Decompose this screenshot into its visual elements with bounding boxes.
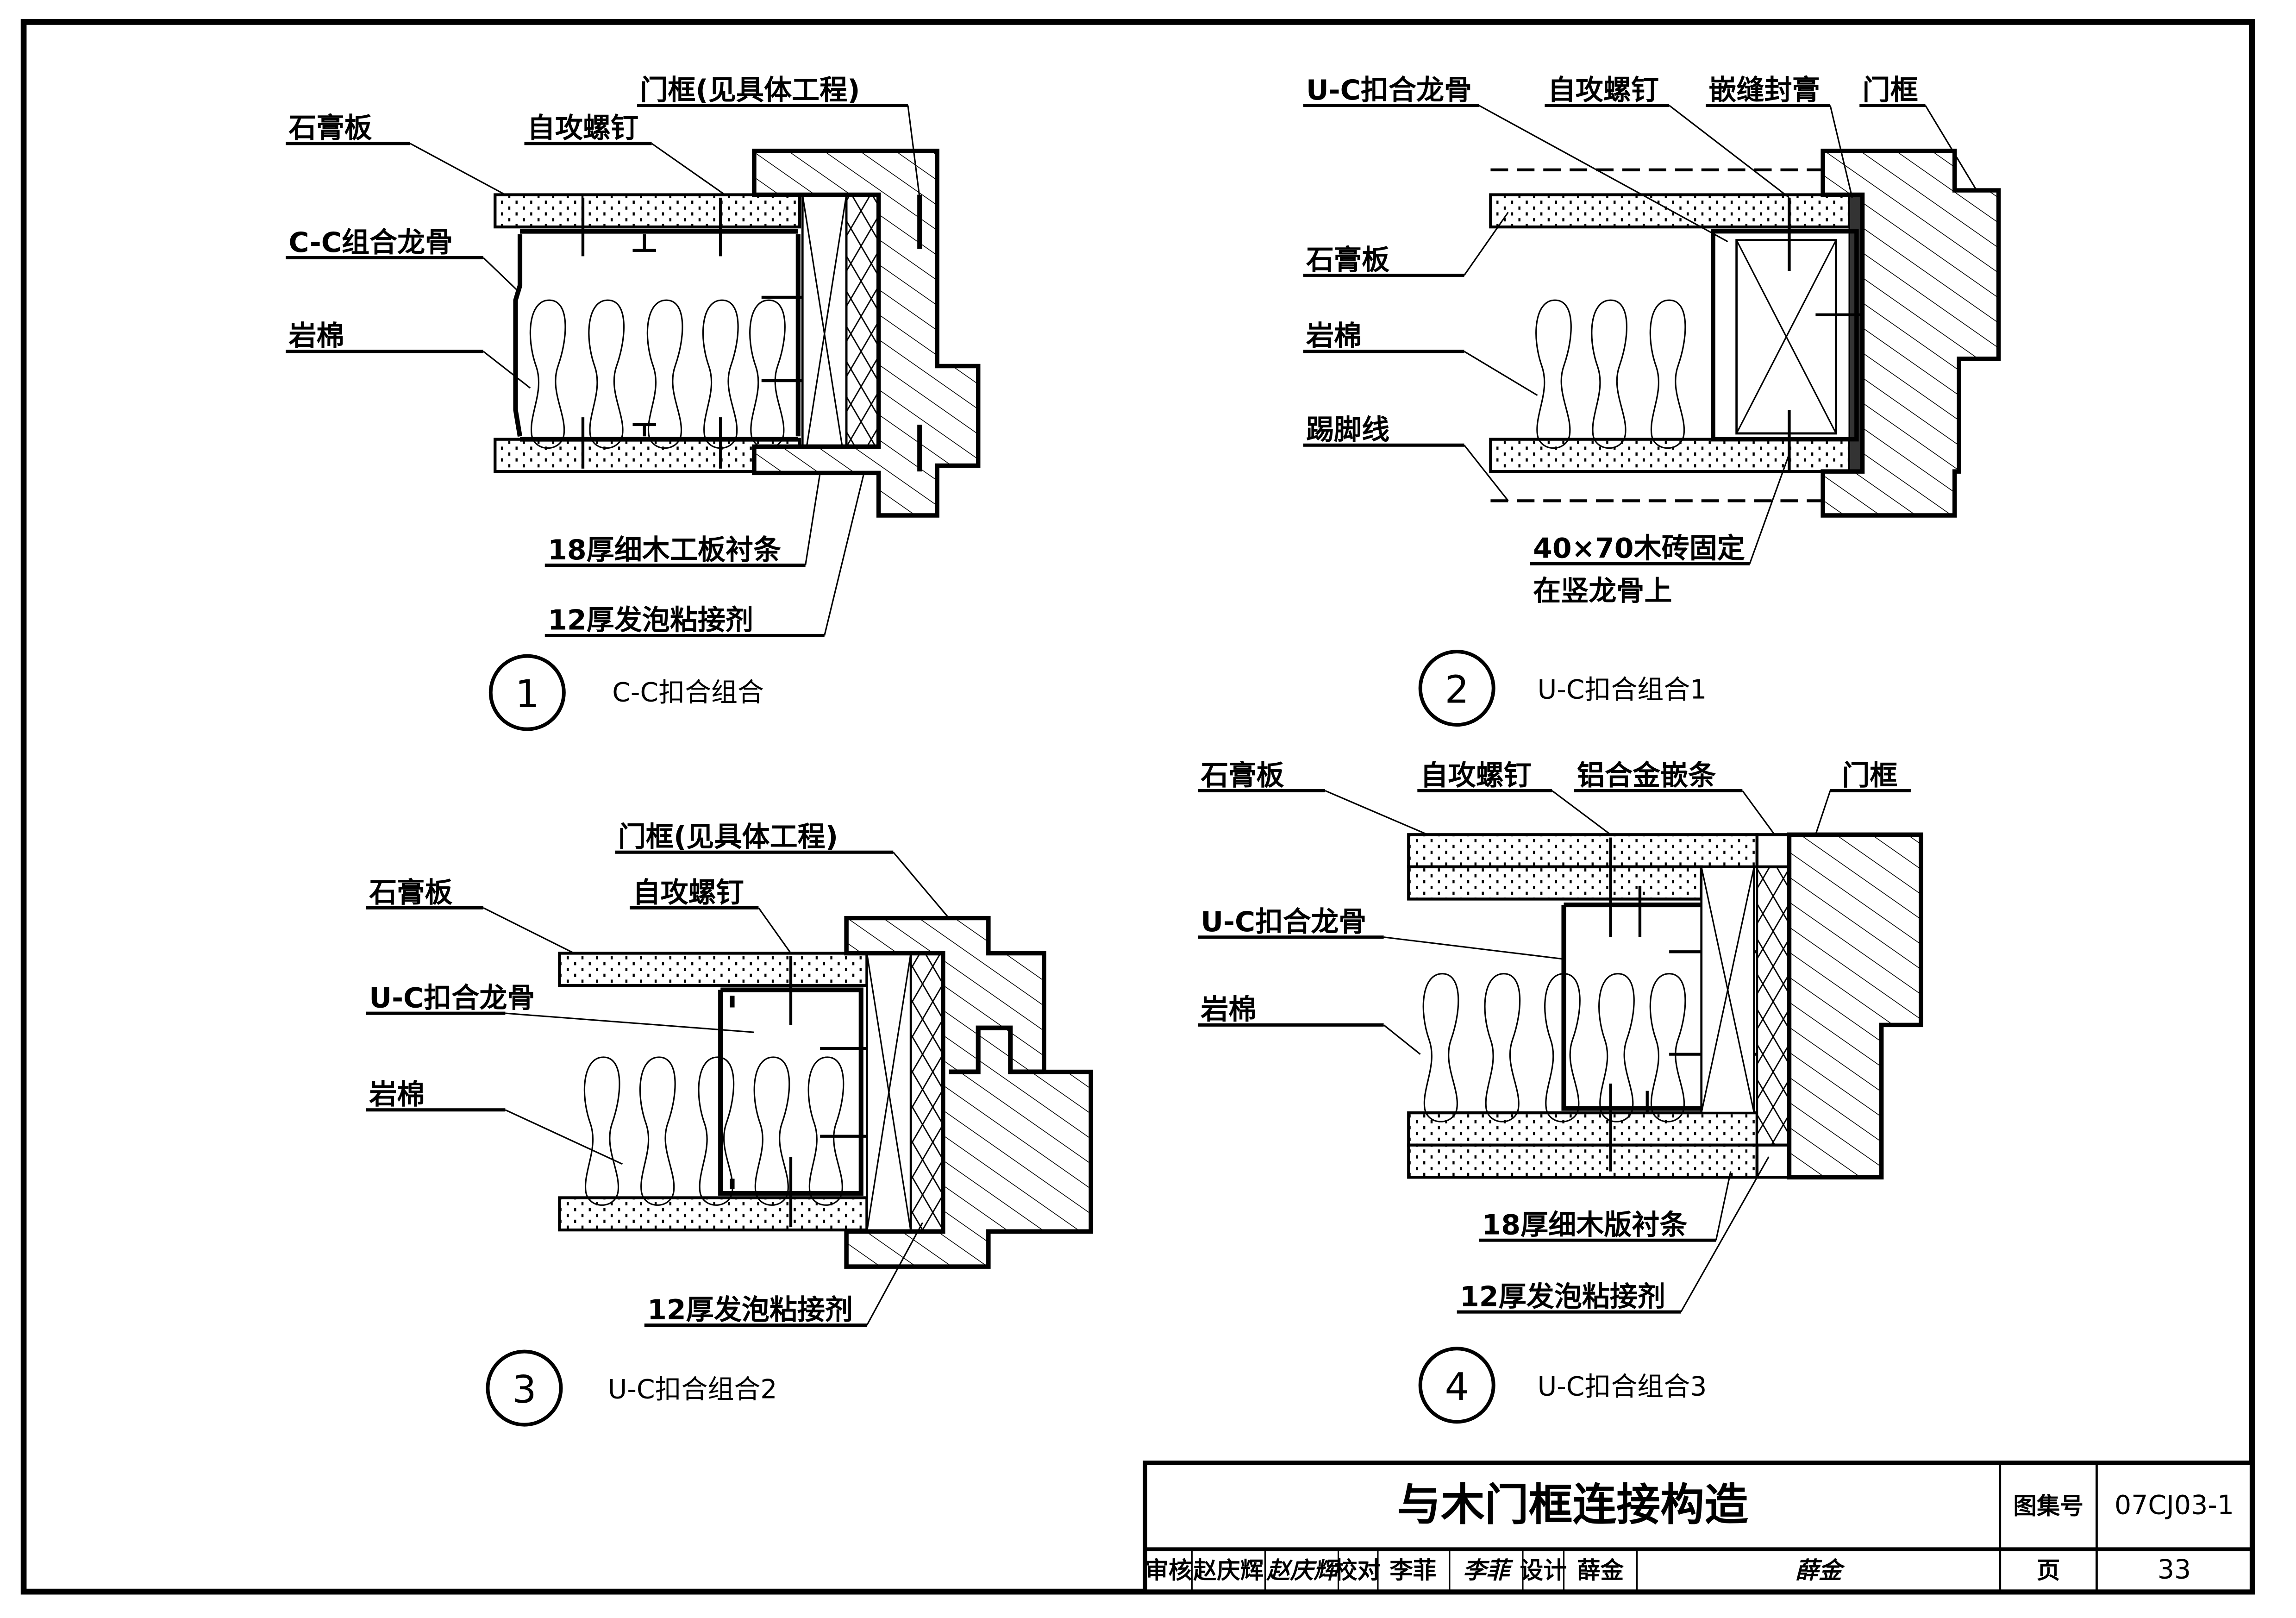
label-foam: 12厚发泡粘接剂 (647, 1294, 853, 1326)
label-screw: 自攻螺钉 (1420, 759, 1532, 792)
gypsum-board-bottom (1489, 438, 1851, 473)
gypsum-board-top (1489, 193, 1851, 229)
door-frame (1821, 148, 2001, 518)
label-wool: 岩棉 (1200, 994, 1256, 1026)
gypsum-board-outer-bottom (1407, 1143, 1759, 1179)
checker-signature: 李菲 (1463, 1557, 1514, 1584)
drawing-title: 与木门框连接构造 (1397, 1480, 1748, 1530)
label-wool: 岩棉 (1306, 320, 1362, 352)
page-number: 33 (2158, 1555, 2191, 1585)
gypsum-board-top (494, 193, 801, 229)
screw-icon (789, 956, 908, 1227)
label-gypsum: 石膏板 (288, 112, 372, 144)
detail-number-circle (488, 654, 566, 731)
label-screw: 自攻螺钉 (527, 112, 638, 144)
label-wood-block-2: 在竖龙骨上 (1533, 575, 1672, 607)
door-frame (752, 148, 981, 518)
c-c-stud (513, 229, 801, 442)
label-stud: U-C扣合龙骨 (369, 982, 535, 1014)
foam-adhesive (909, 952, 945, 1233)
screw-icon (581, 197, 842, 469)
reviewer-name: 赵庆辉 (1194, 1557, 1264, 1584)
label-gypsum: 石膏板 (1306, 244, 1389, 276)
foam-adhesive (845, 194, 880, 474)
label-stud: U-C扣合龙骨 (1201, 906, 1366, 938)
detail-number: 2 (1445, 668, 1469, 712)
u-c-stud (718, 987, 863, 1196)
label-stud: C-C组合龙骨 (288, 226, 453, 259)
rock-wool (583, 1056, 845, 1206)
label-alu-trim: 铝合金嵌条 (1577, 759, 1716, 792)
atlas-label: 图集号 (2013, 1492, 2083, 1519)
label-foam: 12厚发泡粘接剂 (548, 604, 753, 637)
gypsum-board-bottom (558, 1196, 869, 1232)
label-frame: 门框(见具体工程) (640, 74, 860, 107)
label-wool: 岩棉 (288, 320, 344, 352)
gypsum-board-inner-top (1407, 865, 1703, 901)
sheet-border (20, 19, 2255, 1595)
label-gypsum: 石膏板 (1201, 759, 1284, 792)
detail-number: 3 (512, 1368, 536, 1412)
design-label: 设计 (1520, 1557, 1567, 1584)
reviewer-signature: 赵庆辉 (1266, 1557, 1341, 1584)
detail-4: 石膏板 自攻螺钉 铝合金嵌条 门框 U-C扣合龙骨 岩棉 18厚细木版衬条 12… (1198, 759, 1923, 1424)
label-wool: 岩棉 (369, 1079, 425, 1111)
label-frame: 门框 (1842, 759, 1897, 792)
gypsum-board-inner-bottom (1407, 1111, 1759, 1147)
detail-caption: U-C扣合组合3 (1538, 1371, 1707, 1402)
gypsum-board-top (558, 952, 869, 987)
label-sealant: 嵌缝封膏 (1709, 74, 1820, 107)
screw-icon (1609, 837, 1757, 1172)
detail-number: 4 (1445, 1365, 1469, 1409)
label-strip: 18厚细木版衬条 (1482, 1209, 1687, 1242)
rock-wool (1535, 299, 1686, 449)
label-screw: 自攻螺钉 (632, 877, 744, 909)
label-wood-block: 40×70木砖固定 (1533, 533, 1745, 565)
u-c-stud (1711, 229, 1859, 442)
aluminum-trim-bottom (1755, 1143, 1791, 1179)
detail-number-circle (1418, 650, 1495, 727)
detail-2: U-C扣合龙骨 自攻螺钉 嵌缝封膏 门框 石膏板 岩棉 踢脚线 40×70木砖固… (1303, 74, 2001, 727)
detail-number-circle (1418, 1347, 1495, 1424)
label-foam: 12厚发泡粘接剂 (1460, 1280, 1665, 1313)
detail-3: 门框(见具体工程) 石膏板 自攻螺钉 U-C扣合龙骨 岩棉 12厚发泡粘接剂 3… (366, 821, 1093, 1427)
check-label: 校对 (1334, 1557, 1381, 1584)
title-block: 与木门框连接构造 图集号 07CJ03-1 页 33 审核 赵庆辉 赵庆辉 校对… (1143, 1461, 2254, 1594)
label-gypsum: 石膏板 (369, 877, 452, 909)
designer-signature: 薛金 (1795, 1557, 1846, 1584)
designer-name: 薛金 (1577, 1557, 1624, 1584)
checker-name: 李菲 (1389, 1557, 1436, 1584)
detail-number-circle (486, 1349, 563, 1427)
detail-number: 1 (515, 672, 539, 716)
review-label: 审核 (1145, 1557, 1192, 1584)
detail-caption: C-C扣合组合 (612, 677, 764, 708)
detail-1: 石膏板 自攻螺钉 门框(见具体工程) C-C组合龙骨 岩棉 18厚细木工板衬条 … (286, 74, 981, 731)
label-frame: 门框 (1863, 74, 1918, 107)
rock-wool (529, 299, 786, 449)
label-stud: U-C扣合龙骨 (1306, 74, 1472, 107)
detail-caption: U-C扣合组合1 (1538, 674, 1707, 705)
label-skirting: 踢脚线 (1306, 414, 1389, 446)
label-screw: 自攻螺钉 (1548, 74, 1659, 107)
gypsum-board-outer-top (1407, 833, 1759, 869)
aluminum-trim-top (1755, 833, 1791, 869)
door-frame (1787, 832, 1923, 1179)
page-label: 页 (2037, 1557, 2060, 1584)
atlas-number: 07CJ03-1 (2115, 1490, 2234, 1520)
foam-adhesive (1756, 865, 1790, 1147)
label-strip: 18厚细木工板衬条 (548, 534, 781, 566)
door-frame (844, 916, 1093, 1269)
detail-caption: U-C扣合组合2 (608, 1374, 777, 1405)
label-frame: 门框(见具体工程) (618, 821, 838, 853)
